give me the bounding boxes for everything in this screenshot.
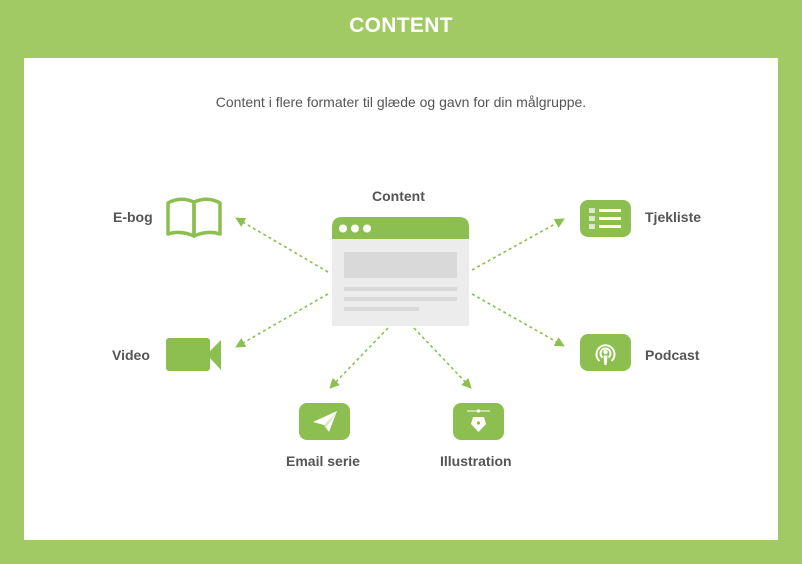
arrow-to-video	[235, 293, 329, 348]
email-serie-label: Email serie	[286, 453, 360, 469]
paper-plane-icon	[299, 403, 350, 440]
arrow-to-ebog	[235, 217, 329, 273]
arrow-to-email	[329, 327, 389, 389]
illustration-label: Illustration	[440, 453, 512, 469]
checklist-icon	[580, 200, 631, 237]
podcast-icon	[580, 334, 631, 371]
subtitle: Content i flere formater til glæde og ga…	[215, 94, 587, 110]
pen-nib-icon	[453, 403, 504, 440]
diagram-canvas	[166, 197, 631, 440]
open-book-icon	[166, 197, 222, 238]
arrow-to-tjekliste	[471, 218, 565, 271]
page-title: CONTENT	[349, 14, 453, 37]
ebog-label: E-bog	[113, 209, 153, 225]
connectors	[235, 217, 565, 389]
center-label: Content	[372, 188, 425, 204]
arrow-to-illustration	[413, 327, 472, 389]
video-camera-icon	[166, 338, 221, 371]
arrow-to-podcast	[471, 293, 565, 347]
content-browser-icon	[332, 217, 469, 326]
content-panel: Content i flere formater til glæde og ga…	[24, 58, 778, 540]
podcast-label: Podcast	[645, 347, 700, 363]
tjekliste-label: Tjekliste	[645, 209, 702, 225]
video-label: Video	[112, 347, 150, 363]
